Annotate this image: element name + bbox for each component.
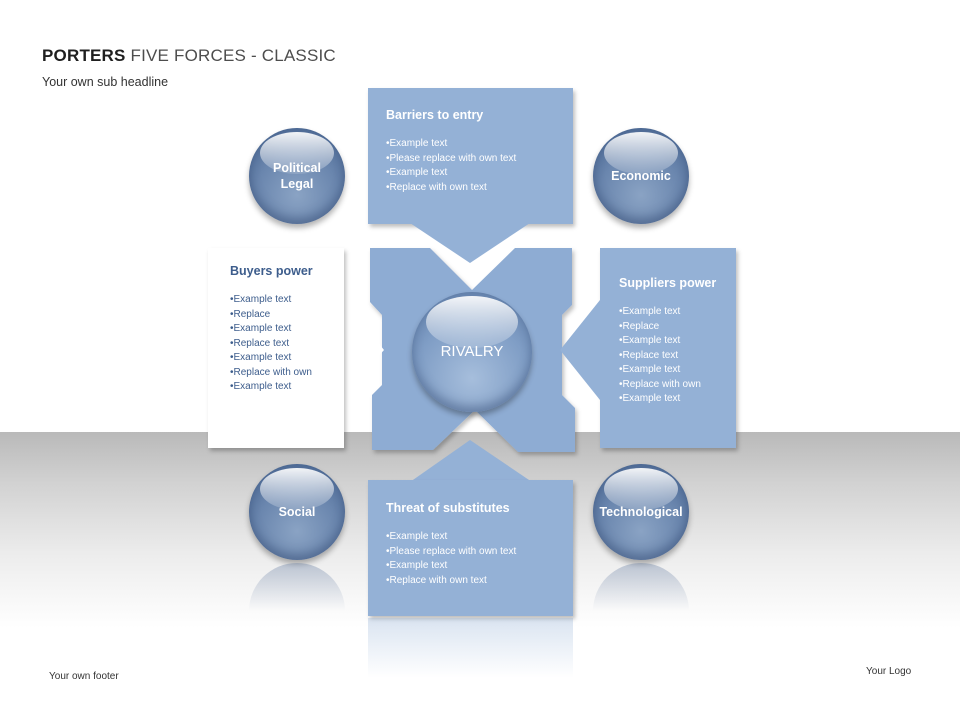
buyers-item: Replace — [230, 308, 344, 323]
substitutes-item: Replace with own text — [386, 574, 573, 589]
barriers-item: Example text — [386, 137, 573, 152]
rivalry-label: RIVALRY — [440, 343, 504, 360]
buyers-list: Example text Replace Example text Replac… — [230, 293, 344, 395]
technological-orb: Technological — [593, 464, 689, 560]
barriers-arrow — [410, 223, 530, 263]
page-title-rest: FIVE FORCES - CLASSIC — [125, 46, 336, 65]
buyers-item: Replace text — [230, 337, 344, 352]
substitutes-item: Example text — [386, 530, 573, 545]
suppliers-list: Example text Replace Example text Replac… — [619, 305, 736, 407]
buyers-title: Buyers power — [230, 264, 313, 278]
suppliers-item: Example text — [619, 334, 736, 349]
page-subtitle: Your own sub headline — [42, 75, 169, 89]
economic-orb: Economic — [593, 128, 689, 224]
social-orb: Social — [249, 464, 345, 560]
substitutes-item: Example text — [386, 559, 573, 574]
substitutes-reflection — [368, 618, 573, 678]
social-label: Social — [278, 505, 316, 519]
suppliers-item: Example text — [619, 392, 736, 407]
technological-label: Technological — [599, 505, 683, 519]
barriers-list: Example text Please replace with own tex… — [386, 137, 573, 195]
legal-label: Legal — [280, 177, 314, 191]
logo-text: Your Logo — [866, 666, 912, 677]
barriers-item: Example text — [386, 166, 573, 181]
substitutes-arrow — [410, 440, 532, 482]
threat-of-substitutes-box: Threat of substitutes Example text Pleas… — [368, 480, 573, 616]
suppliers-power-box: Suppliers power Example text Replace Exa… — [600, 248, 736, 448]
substitutes-item: Please replace with own text — [386, 545, 573, 560]
buyers-item: Example text — [230, 380, 344, 395]
economic-label: Economic — [611, 169, 671, 183]
barriers-title: Barriers to entry — [386, 108, 484, 122]
substitutes-title: Threat of substitutes — [386, 501, 510, 515]
buyers-item: Example text — [230, 322, 344, 337]
buyers-item: Example text — [230, 351, 344, 366]
political-label: Political — [273, 161, 321, 175]
barriers-item: Please replace with own text — [386, 152, 573, 167]
substitutes-list: Example text Please replace with own tex… — [386, 530, 573, 588]
buyers-arrow-notch — [344, 300, 384, 395]
barriers-to-entry-box: Barriers to entry Example text Please re… — [368, 88, 573, 224]
page-title: PORTERS FIVE FORCES - CLASSIC — [42, 46, 336, 66]
suppliers-title: Suppliers power — [619, 276, 717, 290]
buyers-item: Replace with own — [230, 366, 344, 381]
suppliers-item: Replace with own — [619, 378, 736, 393]
suppliers-item: Replace — [619, 320, 736, 335]
rivalry-orb: RIVALRY — [412, 292, 532, 412]
suppliers-arrow — [560, 300, 600, 400]
buyers-power-box: Buyers power Example text Replace Exampl… — [208, 248, 344, 448]
footer-text: Your own footer — [49, 671, 119, 682]
page-title-bold: PORTERS — [42, 46, 126, 65]
suppliers-item: Replace text — [619, 349, 736, 364]
suppliers-item: Example text — [619, 305, 736, 320]
barriers-item: Replace with own text — [386, 181, 573, 196]
suppliers-item: Example text — [619, 363, 736, 378]
buyers-item: Example text — [230, 293, 344, 308]
